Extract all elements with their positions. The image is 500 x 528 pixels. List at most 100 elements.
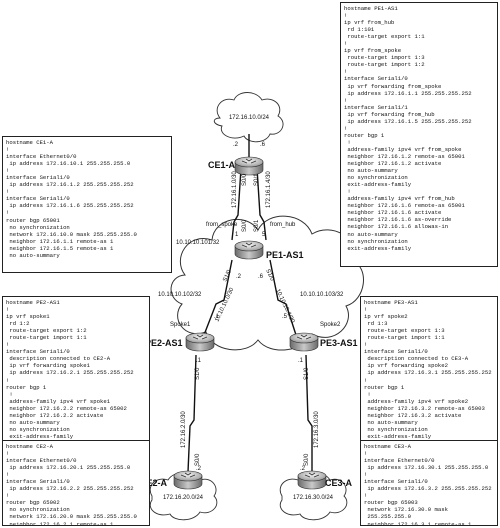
config-line: no synchronization [6,223,70,231]
config-line: no auto-summary [6,418,60,426]
config-line: rd 1:3 [364,320,388,328]
config-line: hostname PE1-AS1 [344,5,398,12]
config-line: ip address 172.16.1.6 255.255.255.252 [6,202,134,210]
config-line: neighbor 172.16.2.2 activate [6,411,104,419]
config-line: ! [6,146,10,154]
config-line: neighbor 172.16.3.2 remote-as 65003 [364,404,485,412]
ce1-lan-label: 172.16.10.0/24 [229,115,270,121]
config-line: interface Serial1/0 [364,348,428,356]
config-line: neighbor 172.16.1.6 activate [344,209,442,217]
config-line: hostname PE3-AS1 [364,299,418,306]
config-line: ! [364,492,368,500]
config-line: interface Ethernet0/0 [6,457,77,465]
config-line: interface Serial1/0 [6,478,70,486]
config-line: no auto-summary [344,230,398,238]
config-line: exit-address-family [344,244,412,252]
config-line: interface Ethernet0/0 [6,153,77,161]
config-line: hostname PE2-AS1 [6,299,60,306]
config-line: interface Ethernet0/0 [364,457,435,465]
pe3-dot5: .5 [282,314,288,320]
ce2-dot2: .2 [196,466,202,472]
config-line: no synchronization [344,174,408,182]
config-line: no auto-summary [6,251,60,259]
config-line: ip address 172.16.3.2 255.255.255.252 [364,485,492,493]
ce2-s00-label: S0/0 [195,453,201,466]
router-ce1[interactable] [234,156,264,176]
ce3-dot2: .2 [300,466,306,472]
config-line: ip vrf spoke1 [6,313,50,321]
pe1-s10-right: S1/0 [264,268,275,282]
pe1-s01-label: S0/1 [254,219,260,232]
config-line: ! [6,450,10,458]
router-pe1[interactable] [234,240,264,260]
spoke1-label: Spoke1 [170,322,191,328]
config-line: neighbor 172.16.2.1 remote-as 1 [6,520,114,526]
config-ce3: hostname CE3-A! interface Ethernet0/0 ip … [360,440,498,526]
config-line: interface Serial1/0 [364,478,428,486]
config-line: router bgp 1 [6,383,47,391]
config-line: ! [364,306,368,314]
config-line: rd 1:2 [6,320,30,328]
config-line: network 172.16.20.0 mask 255.255.255.0 [6,513,137,521]
router-ce2[interactable] [173,470,203,490]
config-line: ! [364,390,371,398]
ce2-lan-label: 172.16.20.0/24 [163,495,204,501]
router-ce3[interactable] [297,470,327,490]
config-line: ip vrf from_spoke [344,47,402,55]
config-line: hostname CE3-A [364,443,411,450]
pe1-dot1: 1 [235,232,239,238]
config-line: ! [6,167,10,175]
config-line: ! [344,68,348,76]
config-line: no synchronization [364,425,428,433]
config-line: description connected to CE2-A [6,355,111,363]
config-line: address-family ipv4 vrf from_hub [344,195,455,203]
config-line: ip vrf spoke2 [364,313,408,321]
config-line: exit-address-family [364,432,432,440]
config-line: ip address 172.16.10.1 255.255.255.0 [6,160,131,168]
pe3-s10-label: S1/0 [304,367,310,380]
spoke2-label: Spoke2 [320,322,341,328]
config-line: neighbor 172.16.1.1 remote-as 1 [6,237,114,245]
config-line: hostname CE2-A [6,443,53,450]
config-line: ! [344,12,348,20]
router-pe2[interactable] [185,332,215,352]
config-line: router bgp 1 [364,383,405,391]
config-line: ! [6,188,10,196]
config-line: route-target import 1:1 [6,334,87,342]
config-line: interface Serial1/1 [344,103,408,111]
pe2-dot1: .1 [214,314,220,320]
pe1-loopback: 10.10.10.101/32 [176,240,220,246]
serial-links [183,134,313,484]
config-line: ! [344,124,348,132]
ce1-name: CE1-A [208,160,236,170]
ce3-s00-label: S0/0 [304,453,310,466]
router-pe3[interactable] [289,332,319,352]
config-line: network 172.16.30.0 mask [364,506,448,514]
ce1-lan-cloud [213,92,284,143]
config-line: address-family ipv4 vrf spoke1 [6,397,111,405]
pe3-dot-a: .1 [298,358,304,364]
config-line: ! [6,209,10,217]
config-ce2: hostname CE2-A!interface Ethernet0/0 ip … [2,440,150,526]
config-line: interface Serial1/0 [6,174,70,182]
config-line: ip vrf forwarding from_hub [344,110,435,118]
config-line: ! [6,306,10,314]
config-line: no auto-summary [364,418,418,426]
config-line: router bgp 65001 [6,216,60,224]
config-line: ip address 172.16.30.1 255.255.255.0 [364,464,489,472]
pe1-dot2: .2 [236,274,242,280]
config-ce1: hostname CE1-A!interface Ethernet0/0 ip … [2,136,172,273]
config-line: ip address 172.16.1.5 255.255.255.252 [344,117,472,125]
config-line: neighbor 172.16.2.2 remote-as 65002 [6,404,127,412]
pe3-loopback: 10.10.10.103/32 [300,292,344,298]
config-line: ip address 172.16.20.1 255.255.255.0 [6,464,131,472]
config-line: route-target export 1:3 [364,327,445,335]
config-line: ip address 172.16.2.1 255.255.255.252 [6,369,134,377]
config-pe2: hostname PE2-AS1!ip vrf spoke1 rd 1:2 ro… [2,296,150,441]
config-line: address-family ipv4 vrf from_spoke [344,145,462,153]
config-line: hostname CE1-A [6,139,53,146]
config-line: exit-address-family [344,181,412,189]
config-pe3: hostname PE3-AS1!ip vrf spoke2 rd 1:3 ro… [360,296,498,442]
pe3-ce3-net: 172.16.3.0/30 [314,411,320,448]
config-line: route-target import 1:3 [344,54,425,62]
